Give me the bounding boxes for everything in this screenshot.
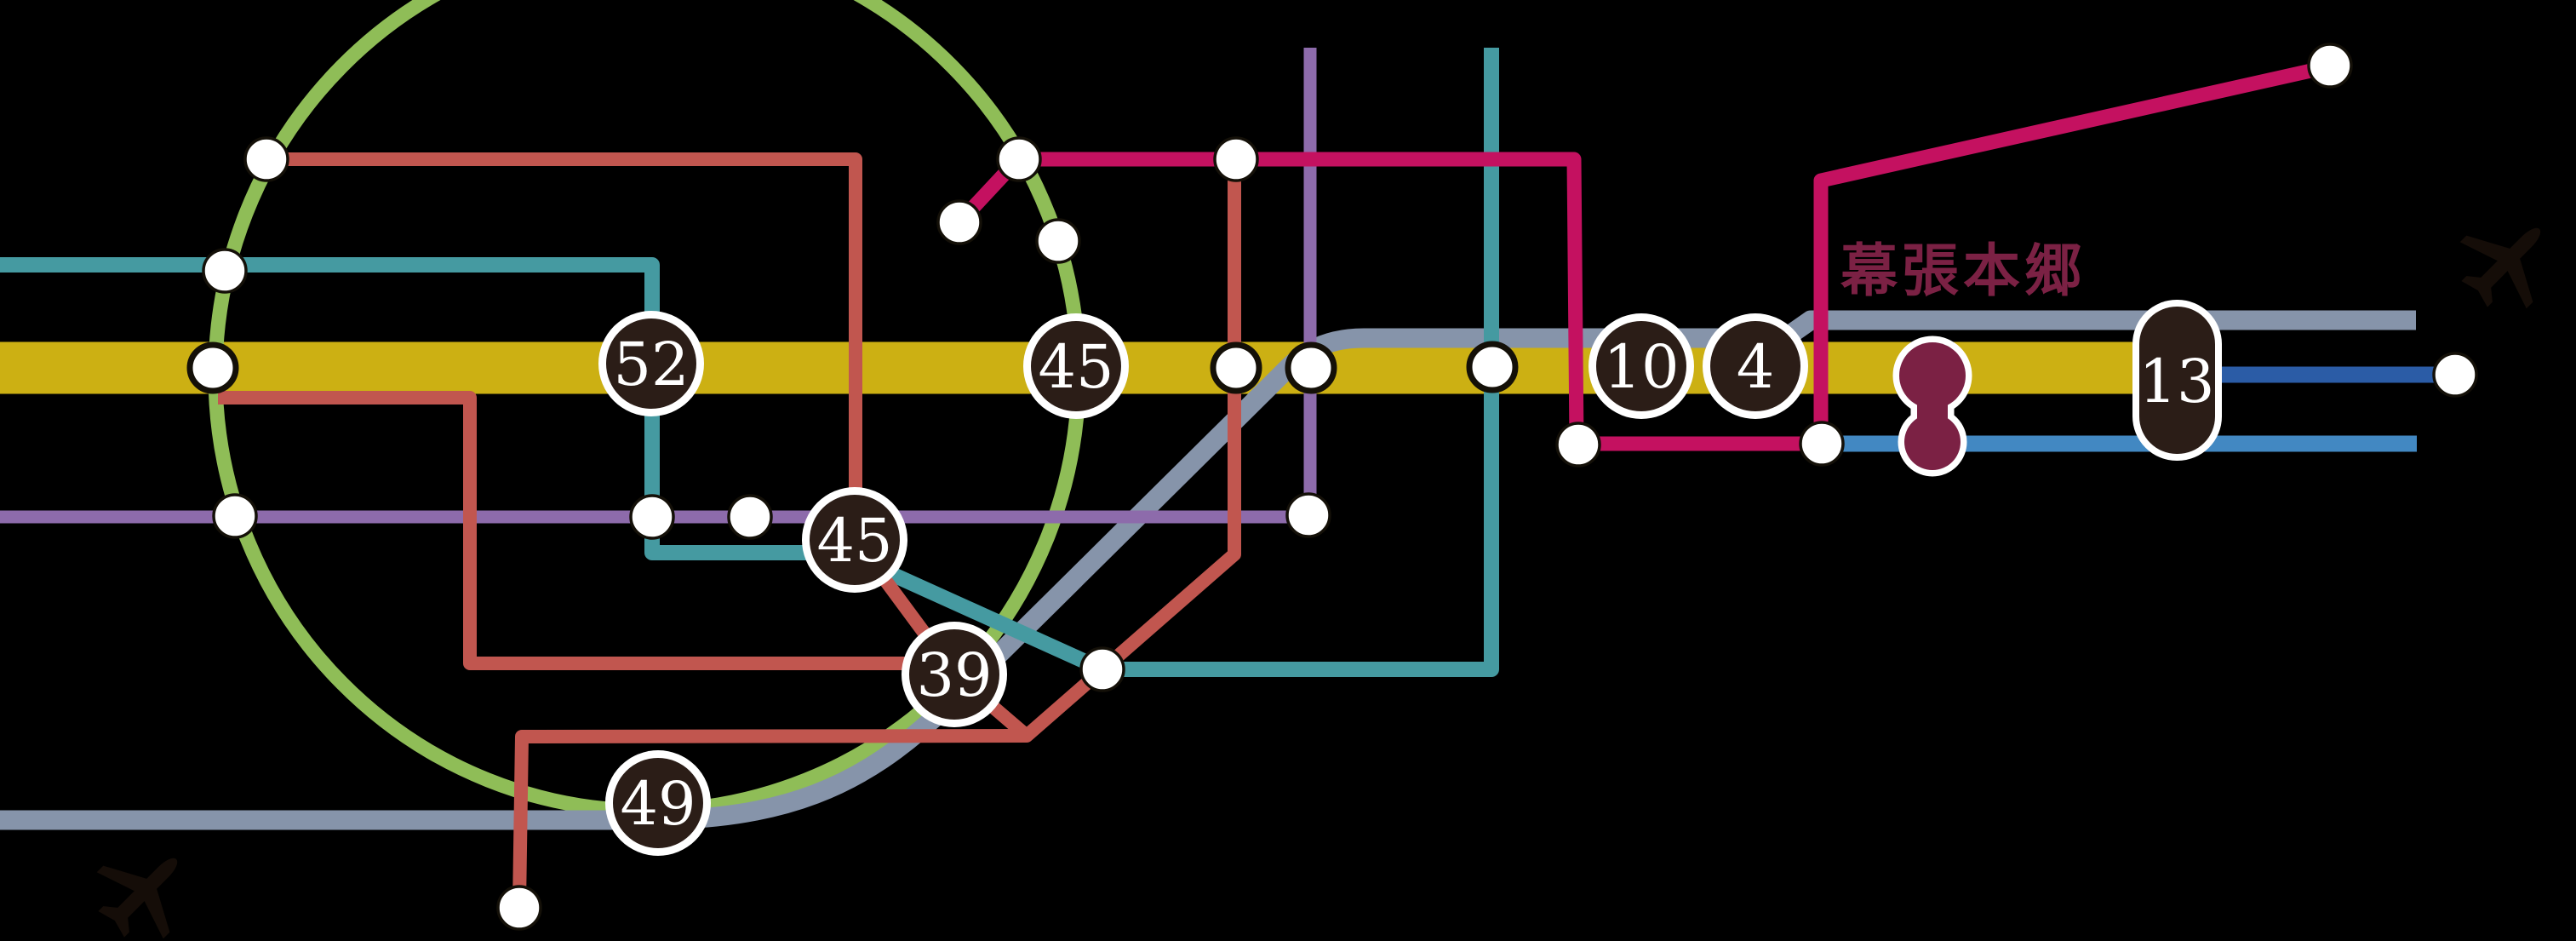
station-dot [1210,341,1262,394]
time-badge: 4 [1703,313,1808,419]
station-dot [2307,43,2353,89]
station-dot [202,248,248,294]
time-badge: 13 [2132,300,2222,461]
station-dot [1285,341,1337,394]
time-badge-value: 10 [1603,332,1679,402]
station-dot [1213,136,1259,182]
station-dot [936,199,982,245]
time-badge: 45 [802,487,907,593]
time-badge-value: 52 [613,330,689,399]
badges-layer: 52 45 45 39 49 10 4 13 [598,300,2222,856]
station-dot [1555,422,1601,468]
station-dot [1799,421,1845,467]
station-dot [186,341,239,394]
time-badge-value: 45 [1038,332,1113,402]
crimson-line-main [1018,59,2332,451]
station-dot [2432,352,2478,398]
station-dot [727,494,773,540]
time-badge: 10 [1589,313,1694,419]
station-dot [1466,341,1519,393]
station-name-label: 幕張本郷 [1840,237,2086,304]
time-badge-value: 4 [1737,332,1775,402]
time-badge: 52 [598,311,704,416]
station-dot [996,136,1042,182]
interchange-station-symbol [1892,336,1972,477]
red-line-main [266,152,1241,743]
red-line-south-branch [512,729,1028,906]
station-dot [1285,492,1331,538]
time-badge: 49 [605,750,711,856]
station-dot [1079,646,1125,692]
stations-layer [186,43,2478,931]
station-dot [1035,218,1081,264]
airplane-icon [2459,227,2541,309]
station-dot [496,885,542,931]
time-badge-value: 39 [916,640,992,710]
airplane-icon [96,858,178,939]
station-dot [212,493,258,539]
time-badge-value: 49 [620,769,696,839]
time-badge-value: 13 [2138,347,2214,416]
station-dot [629,494,675,540]
time-badge: 45 [1023,313,1129,419]
station-dot [243,136,289,182]
time-badge: 39 [902,622,1007,727]
time-badge-value: 45 [816,506,892,576]
